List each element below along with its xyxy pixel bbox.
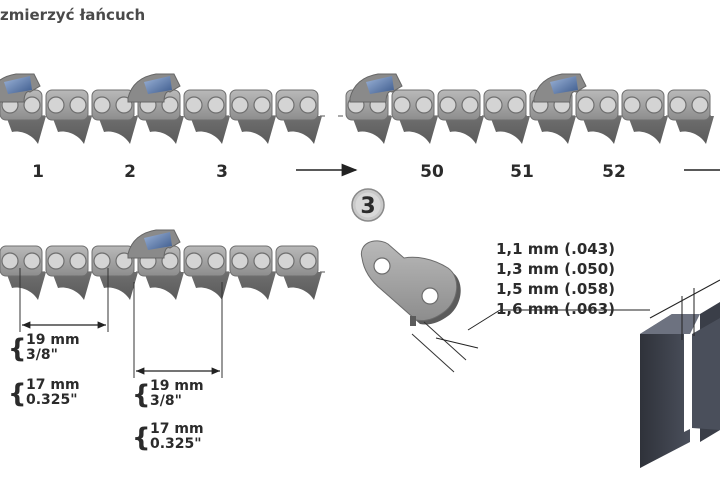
chain-rivet — [277, 96, 295, 114]
chain-rivet — [185, 96, 203, 114]
chain-tooth — [144, 116, 184, 144]
link-number-2: 2 — [124, 162, 136, 182]
chain-top-left — [0, 73, 326, 144]
chain-rivet — [69, 252, 87, 270]
pitch-19mm-left: 19 mm — [26, 332, 80, 348]
chain-tooth — [52, 272, 92, 300]
chain-rivet — [231, 252, 249, 270]
pitch-labels-left: { 19 mm 3/8" { 17 mm 0.325" — [8, 332, 80, 409]
pitch-38-right: 3/8" — [150, 393, 182, 409]
link-number-52: 52 — [602, 162, 626, 182]
chain-rivet — [599, 96, 617, 114]
gauge-size-list: 1,1 mm (.043) 1,3 mm (.050) 1,5 mm (.058… — [496, 240, 615, 318]
chain-rivet — [47, 252, 65, 270]
pitch-labels-right: { 19 mm 3/8" { 17 mm 0.325" — [132, 378, 204, 453]
cutter-chrome-edge — [550, 76, 578, 94]
chain-rivet — [23, 96, 41, 114]
drive-link-plate — [360, 240, 461, 326]
chain-top-right — [338, 73, 714, 144]
link-number-3: 3 — [216, 162, 228, 182]
pitch-38-left: 3/8" — [26, 347, 58, 363]
chain-tooth — [6, 116, 46, 144]
cutter-chrome-edge — [144, 232, 172, 250]
cutter-chrome-edge — [144, 76, 172, 94]
gauge-dimension — [411, 309, 650, 373]
chain-tooth — [236, 272, 276, 300]
chain-tooth — [190, 272, 230, 300]
chain-tooth — [282, 116, 322, 144]
brace-icon: { — [132, 423, 151, 453]
chain-rivet — [485, 96, 503, 114]
chain-tooth — [490, 116, 530, 144]
link-number-51: 51 — [510, 162, 534, 182]
link-number-1: 1 — [32, 162, 44, 182]
gauge-size-2: 1,3 mm (.050) — [496, 260, 615, 278]
chain-rivet — [161, 252, 179, 270]
chain-rivet — [207, 252, 225, 270]
chain-rivet — [577, 96, 595, 114]
chain-tooth — [352, 116, 392, 144]
cutter-chrome-edge — [4, 76, 32, 94]
chain-tooth — [398, 116, 438, 144]
chain-tooth — [674, 116, 714, 144]
chain-rivet — [507, 96, 525, 114]
pitch-dimension-left — [19, 268, 109, 332]
chain-rivet — [645, 96, 663, 114]
chain-rivet — [185, 252, 203, 270]
brace-icon: { — [132, 380, 151, 410]
chain-rivet — [439, 96, 457, 114]
chain-rivet — [161, 96, 179, 114]
bar-groove-section — [640, 279, 720, 468]
chain-rivet — [1, 252, 19, 270]
chain-tooth — [236, 116, 276, 144]
pitch-19mm-right: 19 mm — [150, 378, 204, 394]
chain-rivet — [669, 96, 687, 114]
gauge-size-4: 1,6 mm (.063) — [496, 300, 615, 318]
chain-rivet — [47, 96, 65, 114]
chain-rivet — [461, 96, 479, 114]
chain-tooth — [144, 272, 184, 300]
chain-tooth — [52, 116, 92, 144]
pitch-325-left: 0.325" — [26, 392, 78, 408]
step-badge: 3 — [351, 188, 385, 222]
chain-rivet — [231, 96, 249, 114]
chain-tooth — [98, 116, 138, 144]
chain-tooth — [444, 116, 484, 144]
gauge-size-1: 1,1 mm (.043) — [496, 240, 615, 258]
pitch-325-right: 0.325" — [150, 436, 202, 452]
step-number: 3 — [360, 194, 375, 219]
chain-tooth — [6, 272, 46, 300]
brace-icon: { — [8, 379, 27, 409]
brace-icon: { — [8, 334, 27, 364]
chain-rivet — [207, 96, 225, 114]
chain-tooth — [628, 116, 668, 144]
chain-rivet — [69, 96, 87, 114]
chain-rivet — [415, 96, 433, 114]
chain-rivet — [253, 252, 271, 270]
pitch-17mm-left: 17 mm — [26, 377, 80, 393]
gauge-size-3: 1,5 mm (.058) — [496, 280, 615, 298]
chain-tooth — [582, 116, 622, 144]
chain-rivet — [277, 252, 295, 270]
chain-rivet — [691, 96, 709, 114]
chain-rivet — [299, 96, 317, 114]
chain-tooth — [536, 116, 576, 144]
chain-rivet — [23, 252, 41, 270]
chain-rivet — [93, 96, 111, 114]
chain-rivet — [299, 252, 317, 270]
chain-tooth — [190, 116, 230, 144]
link-number-50: 50 — [420, 162, 444, 182]
chain-rivet — [623, 96, 641, 114]
cutter-chrome-edge — [366, 76, 394, 94]
page-title: zmierzyć łańcuch — [0, 6, 145, 24]
pitch-17mm-right: 17 mm — [150, 421, 204, 437]
chain-rivet — [93, 252, 111, 270]
chain-rivet — [393, 96, 411, 114]
pitch-dimension-right — [133, 282, 223, 378]
chain-bottom — [0, 229, 326, 300]
chain-tooth — [282, 272, 322, 300]
chain-rivet — [253, 96, 271, 114]
